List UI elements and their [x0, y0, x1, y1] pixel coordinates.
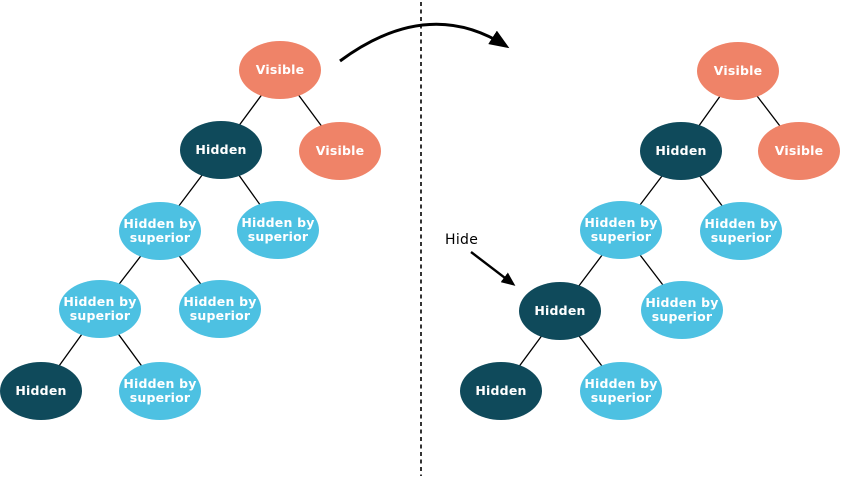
tree-node-hidden: Hidden	[460, 362, 542, 420]
node-label: Hidden by superior	[183, 293, 257, 323]
node-label: Visible	[713, 62, 763, 78]
node-label: Visible	[255, 61, 305, 77]
tree-node-hidden-by-superior: Hidden by superior	[119, 362, 201, 420]
tree-node-hidden-by-superior: Hidden by superior	[580, 201, 662, 259]
node-label: Hidden by superior	[123, 375, 197, 405]
node-label: Hidden	[655, 142, 707, 158]
tree-node-visible: Visible	[758, 122, 840, 180]
node-label: Hidden	[534, 302, 586, 318]
node-label: Hidden by superior	[584, 375, 658, 405]
node-label: Hidden	[475, 382, 527, 398]
node-label: Visible	[315, 142, 365, 158]
node-label: Visible	[774, 142, 824, 158]
hide-arrow	[470, 251, 516, 286]
tree-node-visible: Visible	[299, 122, 381, 180]
node-label: Hidden by superior	[63, 293, 137, 323]
tree-node-hidden-by-superior: Hidden by superior	[119, 202, 201, 260]
tree-node-visible: Visible	[239, 41, 321, 99]
transform-arrow	[339, 22, 510, 63]
node-label: Hidden by superior	[704, 215, 778, 245]
tree-node-hidden-by-superior: Hidden by superior	[580, 362, 662, 420]
node-label: Hidden	[195, 141, 247, 157]
node-label: Hidden by superior	[584, 214, 658, 244]
tree-node-hidden: Hidden	[640, 122, 722, 180]
tree-node-hidden: Hidden	[519, 282, 601, 340]
node-label: Hidden	[15, 382, 67, 398]
tree-node-visible: Visible	[697, 42, 779, 100]
tree-node-hidden-by-superior: Hidden by superior	[237, 201, 319, 259]
node-label: Hidden by superior	[241, 214, 315, 244]
node-label: Hidden by superior	[645, 294, 719, 324]
tree-node-hidden-by-superior: Hidden by superior	[700, 202, 782, 260]
tree-node-hidden-by-superior: Hidden by superior	[179, 280, 261, 338]
tree-node-hidden: Hidden	[180, 121, 262, 179]
tree-node-hidden-by-superior: Hidden by superior	[641, 281, 723, 339]
tree-node-hidden: Hidden	[0, 362, 82, 420]
hide-label: Hide	[445, 232, 479, 248]
tree-node-hidden-by-superior: Hidden by superior	[59, 280, 141, 338]
node-label: Hidden by superior	[123, 215, 197, 245]
